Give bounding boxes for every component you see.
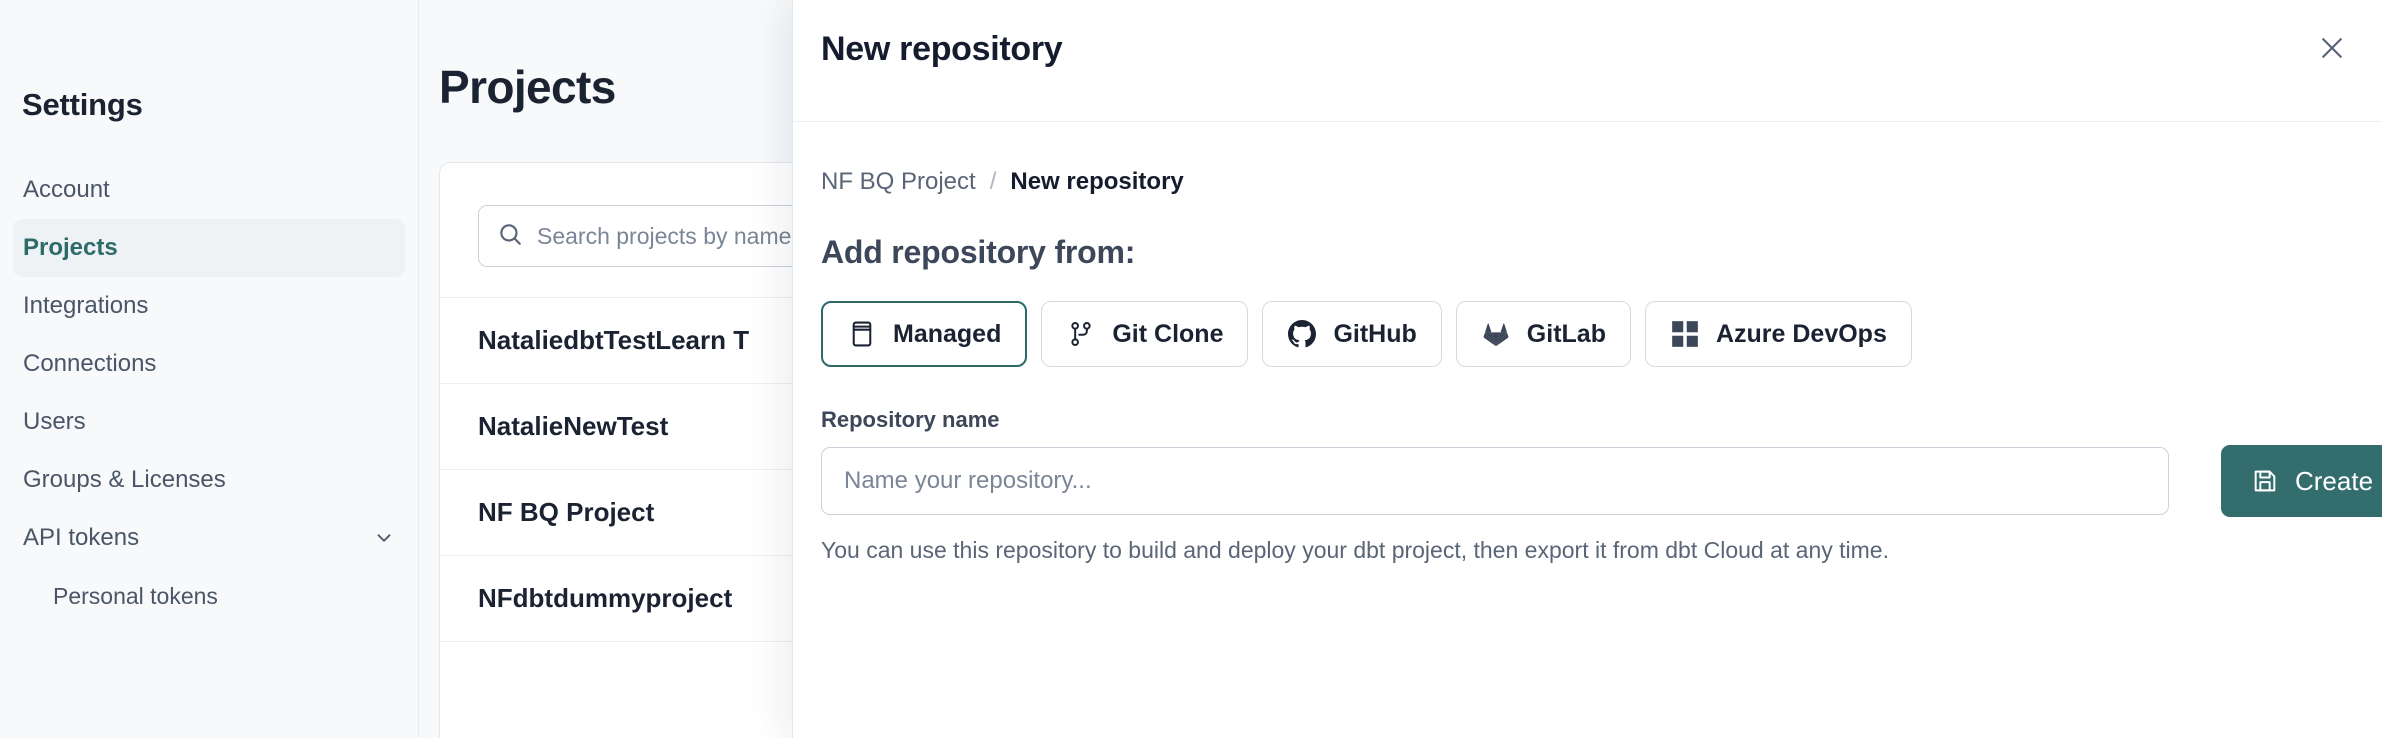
settings-sidebar: Settings Account Projects Integrations C… bbox=[0, 0, 419, 738]
sidebar-item-label: API tokens bbox=[23, 524, 140, 551]
repository-source-tabs: Managed Git Clone bbox=[821, 301, 2354, 367]
breadcrumb-separator: / bbox=[989, 168, 997, 195]
project-name: NFdbtdummyproject bbox=[478, 583, 733, 613]
breadcrumb-current: New repository bbox=[1010, 168, 1184, 195]
sidebar-item-integrations[interactable]: Integrations bbox=[13, 277, 405, 335]
tab-label: GitHub bbox=[1333, 319, 1417, 348]
sidebar-item-personal-tokens[interactable]: Personal tokens bbox=[13, 567, 405, 625]
sidebar-item-connections[interactable]: Connections bbox=[13, 335, 405, 393]
close-icon[interactable] bbox=[2308, 24, 2356, 72]
sidebar-item-label: Integrations bbox=[23, 292, 149, 319]
create-button-label: Create bbox=[2295, 465, 2374, 496]
sidebar-item-label: Projects bbox=[23, 234, 118, 261]
page-title: Projects bbox=[439, 61, 616, 113]
modal-body: NF BQ Project / New repository Add repos… bbox=[793, 122, 2382, 564]
sidebar-item-projects[interactable]: Projects bbox=[13, 219, 405, 277]
save-icon bbox=[2251, 467, 2279, 495]
project-name: NF BQ Project bbox=[478, 497, 655, 527]
sidebar-item-label: Users bbox=[23, 408, 86, 435]
sidebar-item-label: Groups & Licenses bbox=[23, 466, 226, 493]
gitlab-icon bbox=[1481, 319, 1511, 349]
breadcrumb: NF BQ Project / New repository bbox=[821, 168, 2354, 196]
chevron-down-icon[interactable] bbox=[373, 527, 395, 549]
tab-azure-devops[interactable]: Azure DevOps bbox=[1644, 301, 1912, 367]
repository-name-label: Repository name bbox=[821, 407, 1000, 432]
github-icon bbox=[1287, 319, 1317, 349]
tab-label: Azure DevOps bbox=[1715, 319, 1887, 348]
sidebar-item-label: Account bbox=[23, 176, 110, 203]
new-repository-modal: New repository NF BQ Project / New repos… bbox=[792, 0, 2382, 738]
sidebar-nav: Account Projects Integrations Connection… bbox=[0, 161, 418, 625]
tab-gitlab[interactable]: GitLab bbox=[1455, 301, 1631, 367]
repo-icon bbox=[847, 319, 877, 349]
tab-managed[interactable]: Managed bbox=[821, 301, 1028, 367]
sidebar-item-label: Connections bbox=[23, 350, 157, 377]
git-branch-icon bbox=[1066, 319, 1096, 349]
sidebar-item-account[interactable]: Account bbox=[13, 161, 405, 219]
azure-devops-icon bbox=[1670, 319, 1700, 349]
tab-github[interactable]: GitHub bbox=[1262, 301, 1442, 367]
section-heading: Add repository from: bbox=[821, 234, 1136, 270]
project-name: NataliedbtTestLearn T bbox=[478, 325, 750, 355]
sidebar-item-api-tokens[interactable]: API tokens bbox=[13, 509, 405, 567]
tab-label: Managed bbox=[893, 319, 1002, 348]
repository-name-input[interactable] bbox=[821, 447, 2169, 515]
sidebar-title: Settings bbox=[22, 87, 143, 122]
breadcrumb-parent-link[interactable]: NF BQ Project bbox=[821, 168, 976, 195]
repository-name-row: Create bbox=[821, 445, 2382, 517]
create-button[interactable]: Create bbox=[2221, 445, 2382, 517]
tab-git-clone[interactable]: Git Clone bbox=[1041, 301, 1249, 367]
sidebar-item-users[interactable]: Users bbox=[13, 393, 405, 451]
modal-title: New repository bbox=[821, 30, 1063, 68]
project-name: NatalieNewTest bbox=[478, 411, 669, 441]
modal-header: New repository bbox=[793, 0, 2382, 122]
tab-label: Git Clone bbox=[1112, 319, 1224, 348]
helper-text: You can use this repository to build and… bbox=[821, 537, 1889, 563]
sidebar-item-groups-licenses[interactable]: Groups & Licenses bbox=[13, 451, 405, 509]
tab-label: GitLab bbox=[1526, 319, 1606, 348]
search-icon bbox=[497, 221, 523, 252]
sidebar-item-label: Personal tokens bbox=[53, 582, 218, 609]
